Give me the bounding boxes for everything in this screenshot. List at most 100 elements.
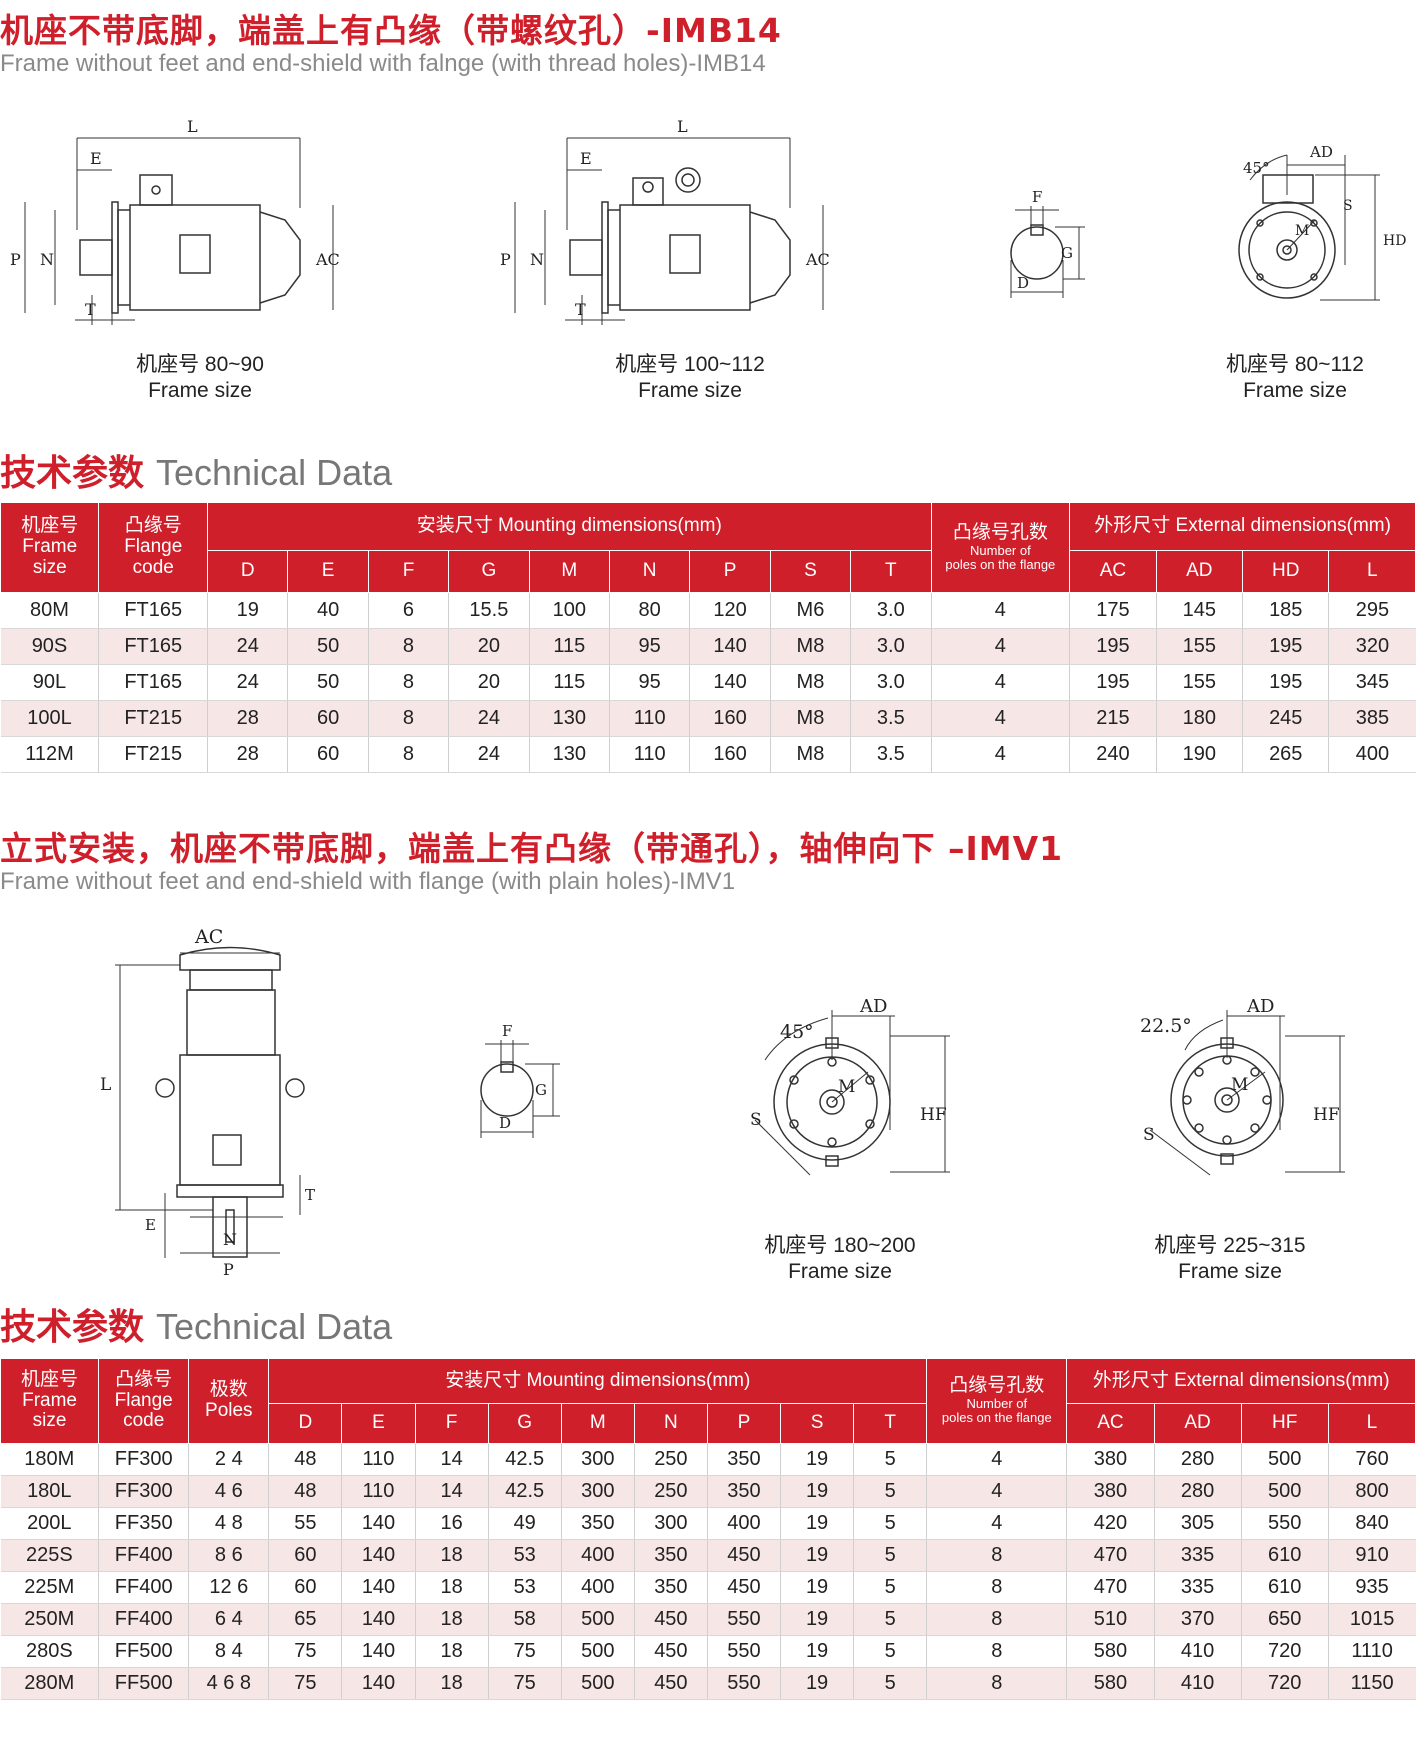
table-cell: 450 [706, 1539, 781, 1572]
table-cell: 550 [706, 1667, 781, 1700]
table-cell: 40 [287, 592, 369, 629]
label-F: F [1032, 188, 1042, 206]
table-cell: 4 [930, 592, 1070, 629]
technical-data-title-2: 技术参数 Technical Data [0, 1298, 392, 1350]
table-cell: 5 [853, 1507, 927, 1540]
subheader-cell: E [341, 1403, 416, 1444]
table-cell: 60 [268, 1571, 342, 1604]
tech-title-en: Technical Data [156, 1306, 393, 1347]
section2-title: 立式安装，机座不带底脚，端盖上有凸缘（带通孔），轴伸向下 –IMV1 [0, 829, 1064, 868]
table-cell: 19 [780, 1635, 854, 1668]
label-angle: 22.5° [1140, 1015, 1192, 1037]
table-cell: 650 [1240, 1603, 1329, 1636]
table-cell: 500 [560, 1667, 635, 1700]
table-cell: 110 [341, 1475, 416, 1508]
caption-cn: 机座号 180~200 [764, 1234, 916, 1257]
table-cell: 345 [1328, 664, 1416, 701]
label-M: M [838, 1077, 855, 1097]
table-cell: FF300 [98, 1475, 189, 1508]
caption-en: Frame size [1178, 1260, 1282, 1283]
table-cell: 400 [706, 1507, 781, 1540]
subheader-cell: T [853, 1403, 928, 1444]
table-cell: 18 [414, 1635, 489, 1668]
table-cell: 18 [414, 1603, 489, 1636]
drawing-shaft-section-1: F G D [1010, 188, 1085, 298]
table-cell: 50 [287, 628, 369, 665]
table-cell: 380 [1066, 1475, 1154, 1508]
table-cell: 200L [0, 1507, 99, 1540]
table-cell: 245 [1242, 700, 1329, 737]
table-cell: 6 [367, 592, 449, 629]
table-cell: 410 [1153, 1635, 1242, 1668]
table-cell: 19 [780, 1443, 854, 1476]
table-cell: 95 [608, 664, 690, 701]
table-cell: 4 8 [188, 1507, 269, 1540]
table-cell: 8 [926, 1667, 1067, 1700]
table-cell: 48 [268, 1443, 342, 1476]
table-cell: M8 [769, 700, 851, 737]
table-cell: 110 [341, 1443, 416, 1476]
table-cell: 5 [853, 1635, 927, 1668]
subheader-cell: HD [1242, 550, 1330, 593]
table-cell: 140 [341, 1507, 416, 1540]
table-cell: 4 [930, 664, 1070, 701]
label-angle: 45° [780, 1021, 814, 1043]
table-cell: 550 [706, 1635, 781, 1668]
table-cell: M6 [769, 592, 851, 629]
table-cell: 185 [1242, 592, 1329, 629]
table-cell: 225S [0, 1539, 99, 1572]
table-cell: 580 [1066, 1635, 1154, 1668]
subheader-cell: L [1327, 1403, 1416, 1444]
table-cell: 335 [1153, 1539, 1242, 1572]
table-cell: 8 6 [188, 1539, 269, 1572]
table-cell: 95 [608, 628, 690, 665]
table-cell: 500 [1240, 1475, 1329, 1508]
table-cell: 350 [706, 1443, 781, 1476]
label-M: M [1295, 223, 1309, 239]
table-cell: FF300 [98, 1443, 189, 1476]
subheader-cell: G [448, 550, 530, 593]
caption-cn: 机座号 80~112 [1226, 353, 1364, 376]
header-external-dimensions: 外形尺寸 External dimensions(mm) [1066, 1358, 1416, 1404]
table-cell: 58 [487, 1603, 562, 1636]
table-cell: 8 [926, 1603, 1067, 1636]
tech-title-cn: 技术参数 [0, 1307, 145, 1348]
table-cell: 19 [780, 1571, 854, 1604]
table-cell: 115 [528, 628, 610, 665]
table-cell: 48 [268, 1475, 342, 1508]
table-cell: 75 [487, 1635, 562, 1668]
table-cell: 385 [1328, 700, 1416, 737]
table-cell: 450 [706, 1571, 781, 1604]
table-cell: 610 [1240, 1539, 1329, 1572]
table-cell: 280 [1153, 1443, 1242, 1476]
table-cell: 370 [1153, 1603, 1242, 1636]
table-cell: 130 [528, 700, 610, 737]
label-P: P [500, 250, 511, 269]
table-cell: 140 [341, 1539, 416, 1572]
table-cell: 295 [1328, 592, 1416, 629]
table-cell: 8 [367, 700, 449, 737]
subheader-cell: F [414, 1403, 489, 1444]
table-cell: 75 [487, 1667, 562, 1700]
table-cell: 450 [633, 1667, 708, 1700]
drawing-motor-80-90: L E P N T AC [10, 117, 340, 325]
label-L: L [100, 1075, 111, 1095]
table-cell: 112M [0, 736, 99, 773]
table-cell: 350 [560, 1507, 635, 1540]
table-cell: 350 [633, 1571, 708, 1604]
label-P: P [10, 250, 21, 269]
label-M: M [1231, 1075, 1248, 1095]
table-cell: 175 [1069, 592, 1157, 629]
table-cell: 1015 [1327, 1603, 1416, 1636]
table-cell: 225M [0, 1571, 99, 1604]
subheader-cell: N [633, 1403, 708, 1444]
table-cell: 5 [853, 1571, 927, 1604]
table-cell: 190 [1155, 736, 1243, 773]
label-AD: AD [1246, 996, 1274, 1017]
table-cell: 550 [1240, 1507, 1329, 1540]
table-cell: 42.5 [487, 1475, 562, 1508]
caption-80-112: 机座号 80~112 Frame size [1195, 352, 1395, 404]
subheader-cell: S [769, 550, 852, 593]
